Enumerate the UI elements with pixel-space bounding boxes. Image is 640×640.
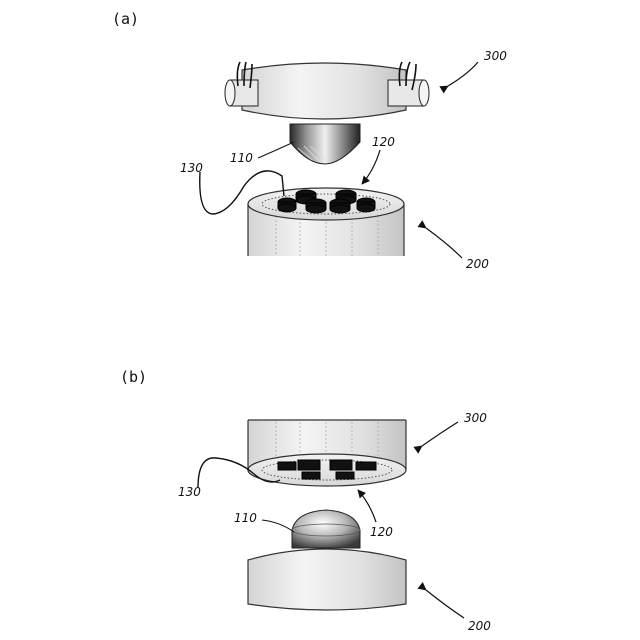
ref-300: 300	[484, 49, 507, 63]
panel-b: (b)	[120, 368, 491, 633]
cylinder-200	[248, 188, 404, 256]
ref-120-b: 120	[370, 525, 393, 539]
cylinder-300	[248, 420, 406, 486]
sensor-110	[290, 124, 360, 164]
band-300	[225, 62, 429, 119]
ref-130-b: 130	[178, 485, 201, 499]
ref-110-b: 110	[234, 511, 257, 525]
ref-300-b: 300	[464, 411, 487, 425]
leader-110	[258, 142, 294, 158]
leader-110-b	[262, 520, 294, 532]
leader-300-b	[422, 422, 458, 446]
ref-110: 110	[230, 151, 253, 165]
leader-120	[362, 150, 380, 184]
panel-b-label: (b)	[120, 368, 147, 386]
leader-200	[426, 228, 462, 258]
sensor-110-b	[292, 510, 360, 548]
ref-130: 130	[180, 161, 203, 175]
ref-200-b: 200	[468, 619, 491, 633]
leader-300	[448, 62, 478, 86]
cylinder-200-b	[248, 549, 406, 610]
panel-a: (a)	[112, 10, 507, 271]
ref-200: 200	[466, 257, 489, 271]
ref-120: 120	[372, 135, 395, 149]
leader-120-b	[358, 490, 376, 522]
leader-200-b	[426, 590, 464, 618]
panel-a-label: (a)	[112, 10, 139, 28]
